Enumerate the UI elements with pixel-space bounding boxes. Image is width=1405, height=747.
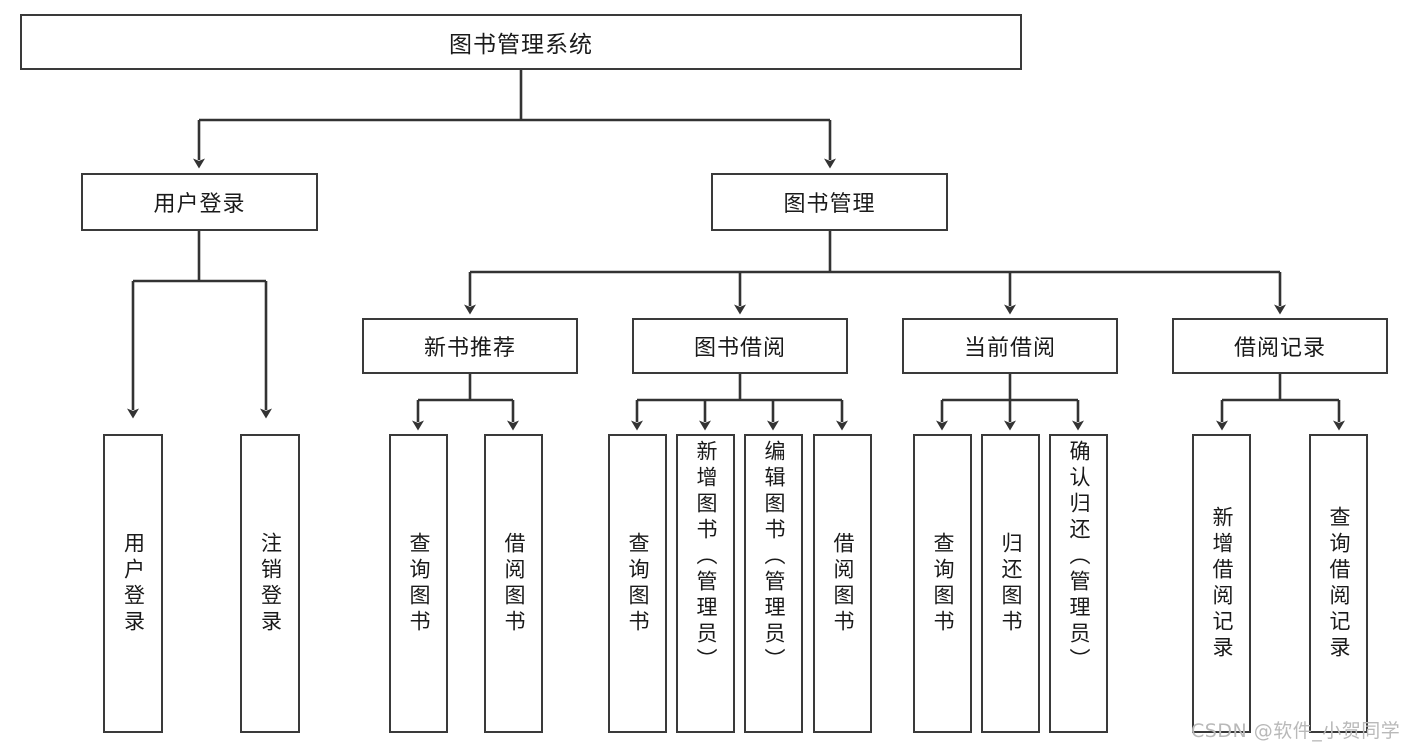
node-user-login[interactable]: 用户登录 [81,173,318,231]
leaf-return-book[interactable]: 归还图书 [981,434,1040,733]
leaf-confirm-return[interactable]: 确认归还（管理员） [1049,434,1108,733]
leaf-edit-book[interactable]: 编辑图书（管理员） [744,434,803,733]
leaf-user-login[interactable]: 用户登录 [103,434,163,733]
leaf-query-book-3[interactable]: 查询图书 [913,434,972,733]
node-borrow-record[interactable]: 借阅记录 [1172,318,1388,374]
leaf-query-record[interactable]: 查询借阅记录 [1309,434,1368,733]
csdn-watermark: CSDN @软件_小贺同学 [1191,720,1401,742]
node-book-management[interactable]: 图书管理 [711,173,948,231]
leaf-query-book-1[interactable]: 查询图书 [389,434,448,733]
leaf-borrow-book-2[interactable]: 借阅图书 [813,434,872,733]
node-current-borrow[interactable]: 当前借阅 [902,318,1118,374]
leaf-logout-login[interactable]: 注销登录 [240,434,300,733]
leaf-add-record[interactable]: 新增借阅记录 [1192,434,1251,733]
leaf-query-book-2[interactable]: 查询图书 [608,434,667,733]
leaf-add-book[interactable]: 新增图书（管理员） [676,434,735,733]
node-root-book-management-system[interactable]: 图书管理系统 [20,14,1022,70]
node-new-book-recommend[interactable]: 新书推荐 [362,318,578,374]
leaf-borrow-book-1[interactable]: 借阅图书 [484,434,543,733]
node-book-borrow[interactable]: 图书借阅 [632,318,848,374]
